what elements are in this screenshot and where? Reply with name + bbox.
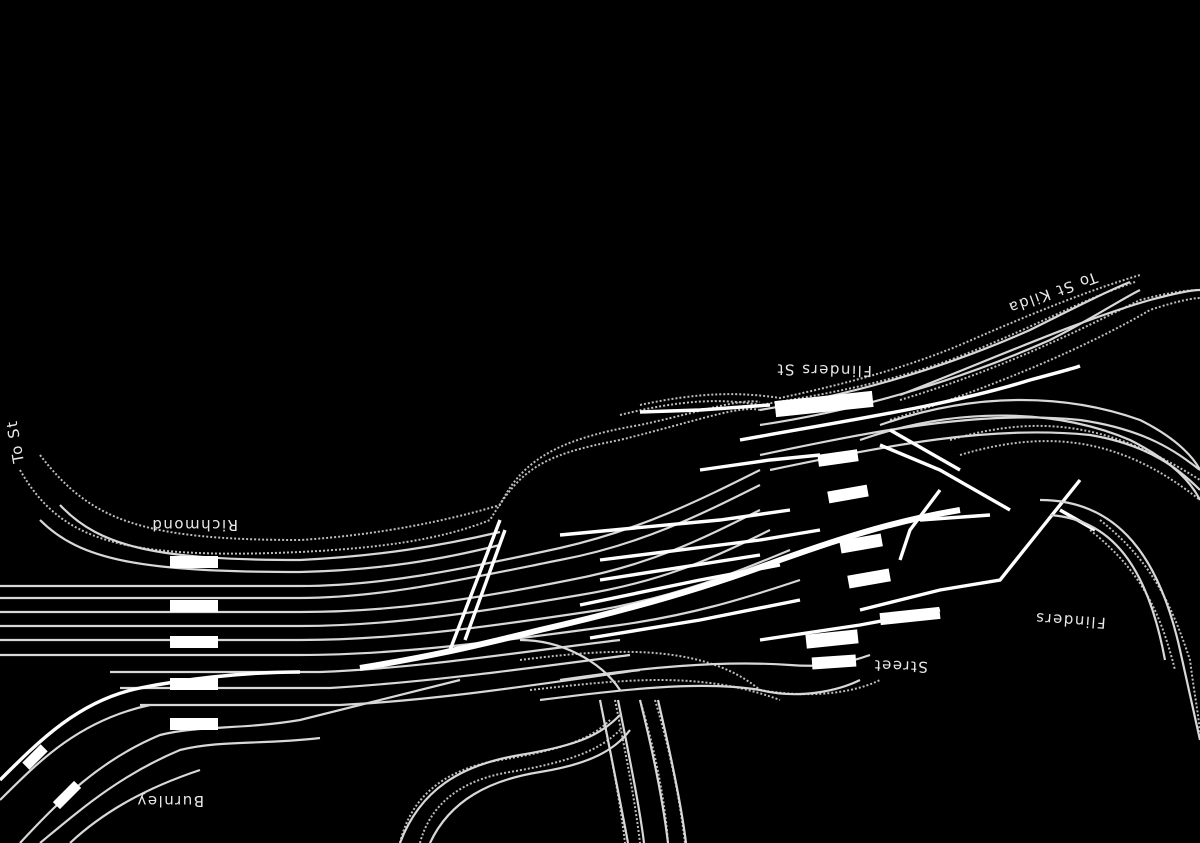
signal-box-2 — [817, 449, 859, 467]
throat-tracks — [359, 403, 961, 671]
to-st-left-label: To St — [3, 418, 28, 465]
signal-box-8 — [879, 606, 941, 626]
flinders-st-label: Flinders St — [776, 360, 872, 380]
burnley-branch — [0, 670, 461, 843]
platforms — [170, 390, 941, 730]
south-tracks — [398, 608, 941, 843]
richmond-label: Richmond — [151, 516, 238, 534]
street-label: Street — [873, 656, 928, 676]
corridor-tracks — [0, 469, 801, 707]
platform-4 — [170, 678, 218, 690]
burnley-label: Burnley — [136, 792, 204, 810]
platform-2 — [170, 600, 218, 612]
platform-3 — [170, 636, 218, 648]
platform-5 — [170, 718, 218, 730]
signal-box-5 — [847, 568, 891, 589]
signal-box-1 — [774, 390, 874, 418]
st-kilda-tracks — [739, 280, 1200, 741]
signal-box-6 — [805, 629, 859, 649]
flinders-label: Flinders — [1034, 609, 1106, 632]
platform-1 — [170, 556, 218, 568]
map-labels: To St Kilda To St Flinders St Richmond B… — [3, 268, 1107, 810]
signal-box-4 — [839, 533, 883, 554]
signal-box-3 — [827, 484, 869, 504]
signal-box-7 — [811, 654, 857, 670]
